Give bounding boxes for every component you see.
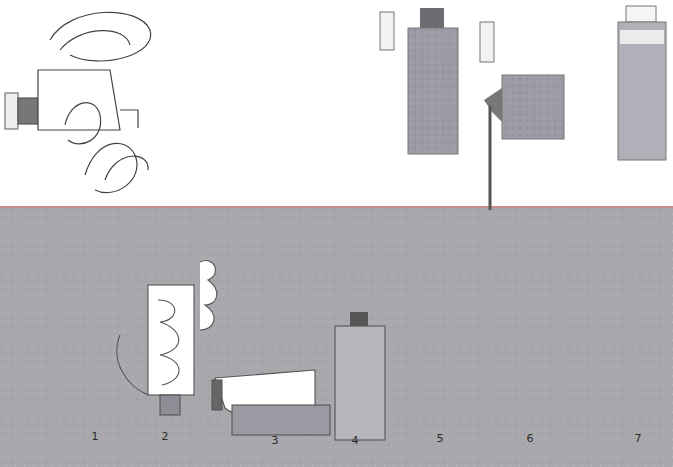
tank-symbols	[380, 6, 666, 210]
ground	[0, 206, 673, 467]
ground-line	[0, 206, 673, 208]
callout-number: 4	[352, 435, 359, 446]
callout-number: 3	[272, 435, 279, 446]
callout-number: 7	[635, 433, 642, 444]
callout-number: 2	[162, 431, 169, 442]
callout-number: 6	[527, 433, 534, 444]
blower-symbol	[5, 12, 151, 192]
underground-units	[117, 261, 385, 440]
callout-number: 5	[437, 433, 444, 444]
callout-number: 1	[92, 431, 99, 442]
